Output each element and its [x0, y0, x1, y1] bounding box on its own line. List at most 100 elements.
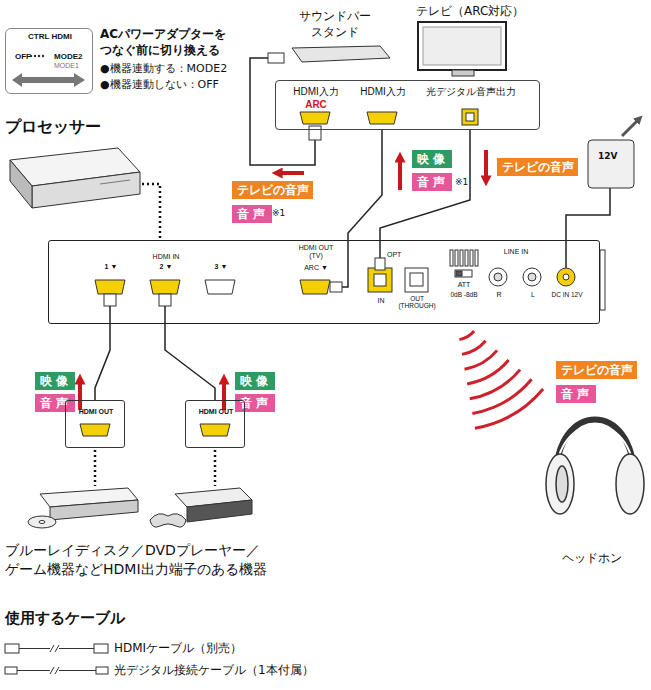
processor-ports-part	[528, 273, 536, 281]
signal-arrows-part	[78, 378, 82, 410]
port-label: L	[531, 291, 535, 299]
processor-ports-part	[379, 241, 381, 258]
processor-illustration	[10, 148, 160, 238]
tv-ports	[300, 109, 478, 125]
switch-illustration-part	[38, 55, 40, 57]
wireless-waves-part	[462, 341, 486, 355]
label-text: ※1	[272, 207, 285, 219]
port-label: 3 ▼	[215, 263, 228, 271]
device-output-box: HDMI OUT	[65, 400, 125, 448]
port-label: DC IN 12V	[551, 291, 582, 298]
processor-ports-part	[368, 268, 392, 292]
processor-ports-part	[455, 270, 472, 277]
cable-samples-part	[96, 667, 108, 674]
processor-ports-part	[456, 271, 462, 276]
tv-illustration	[418, 22, 506, 76]
port-label: LINE IN	[504, 248, 529, 256]
wireless-waves-part	[467, 360, 508, 384]
tv-ports-part	[300, 112, 330, 124]
tag-text: テレビの音声	[237, 182, 309, 198]
tag-text: テレビの音声	[502, 159, 574, 175]
port-label: HDMI入力	[360, 86, 406, 97]
cable-samples-part	[50, 645, 59, 652]
signal-arrows-part	[222, 378, 226, 410]
port-label: MODE2	[54, 53, 82, 62]
label-text: ●機器連動する：MODE2	[100, 62, 227, 77]
signal-tag: テレビの音声	[232, 181, 313, 199]
signal-tag: 音声	[556, 385, 596, 403]
signal-tag: 映像	[35, 372, 75, 390]
processor-ports-part	[205, 280, 235, 294]
signal-tag: 音声	[35, 394, 75, 412]
port-label: R	[496, 291, 501, 299]
processor-ports-part	[159, 294, 171, 306]
port-label: ARC	[305, 99, 327, 110]
processor-ports-part	[104, 294, 116, 306]
port-label: ATT	[458, 281, 471, 289]
cable-samples-part	[5, 644, 19, 653]
processor-ports-part	[410, 273, 423, 286]
port-label: 0dB -8dB	[450, 291, 477, 298]
device-output-box: HDMI OUT	[185, 400, 245, 448]
processor-ports-part	[374, 274, 386, 286]
switch-illustration-part	[42, 55, 44, 57]
processor-ports-part	[342, 241, 348, 287]
label-text: サウンドバー スタンド	[285, 8, 385, 40]
ac-adapter-part	[622, 118, 640, 136]
player-illustration	[28, 488, 138, 528]
cable-samples-part	[94, 644, 108, 653]
port-label: HDMI入力	[293, 86, 339, 97]
processor-ports-part	[563, 274, 569, 280]
headphone-illustration-part	[556, 466, 568, 502]
game-console-illustration-part	[187, 500, 252, 522]
signal-arrows-part	[484, 150, 488, 182]
processor-ports-part-part	[460, 250, 463, 266]
cable-samples-part	[5, 667, 17, 674]
signal-tag: 音声	[232, 205, 272, 223]
port-label: MODE1	[54, 62, 79, 70]
processor-ports-part	[375, 258, 385, 270]
signal-tag: テレビの音声	[497, 158, 578, 176]
tv-ports-part	[462, 109, 478, 125]
processor-ports-part-part	[465, 250, 468, 266]
tag-text: 映像	[417, 151, 448, 167]
soundbar-stand-illustration-part	[268, 53, 284, 63]
cable-samples-part	[17, 670, 50, 671]
legend-text: 光デジタル接続ケーブル（1本付属）	[114, 662, 314, 678]
processor-ports-part	[523, 268, 541, 286]
port-label: HDMI OUT	[199, 408, 234, 416]
device-ports-part	[200, 424, 230, 436]
processor-ports-part	[95, 280, 125, 294]
cable-samples-part	[59, 648, 94, 649]
port-label: HDMI IN	[153, 253, 180, 261]
signal-tag: テレビの音声	[556, 361, 637, 379]
cable-samples-part	[50, 667, 59, 674]
device-ports	[80, 424, 230, 486]
legend-text: HDMIケーブル（別売）	[114, 640, 242, 656]
headphone-illustration-part	[546, 454, 574, 514]
processor-ports-part-part	[475, 250, 478, 266]
label-text: ●機器連動しない：OFF	[100, 78, 219, 93]
device-ports-part	[214, 450, 217, 486]
label-text: テレビ（ARC対応）	[416, 3, 524, 19]
soundbar-stand-illustration	[250, 46, 390, 165]
processor-ports-part	[557, 268, 575, 286]
processor-ports-part	[150, 280, 180, 294]
port-label: OPT	[387, 251, 401, 259]
tv-ports-part	[367, 112, 397, 124]
player-illustration-part	[28, 516, 56, 528]
port-label: OFF	[15, 53, 31, 62]
tv-illustration-part	[452, 70, 474, 76]
headphone-illustration	[546, 420, 644, 515]
tag-text: テレビの音声	[561, 362, 633, 378]
wireless-waves-part	[459, 331, 474, 340]
port-label: HDMI OUT	[79, 408, 114, 416]
label-text: プロセッサー	[5, 116, 101, 138]
cable-samples-part	[19, 648, 50, 649]
cable-samples-part	[59, 670, 96, 671]
label-text: ブルーレイディスク／DVDプレーヤー／ ゲーム機器などHDMI出力端子のある機器	[5, 541, 325, 579]
tag-text: 映像	[240, 373, 271, 389]
label-text: ACパワーアダプターを つなぐ前に切り換える	[100, 26, 250, 58]
ac-adapter	[566, 118, 640, 268]
